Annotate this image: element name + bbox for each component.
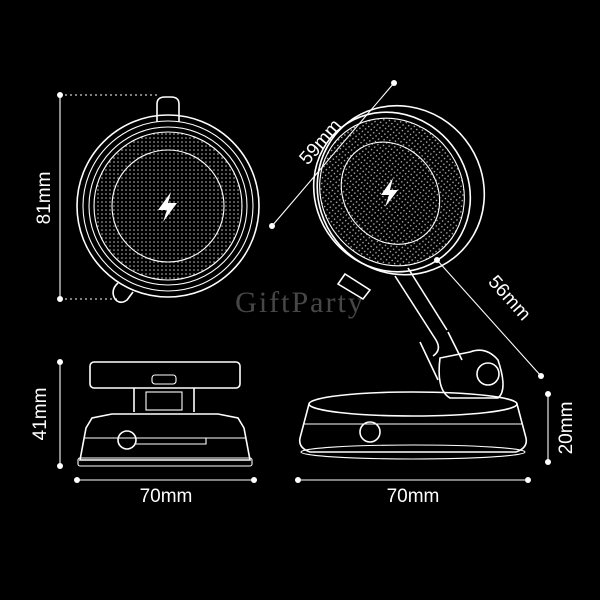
front-height-label: 81mm — [34, 172, 55, 225]
arm-upper — [394, 275, 440, 357]
base-bottom — [300, 444, 526, 460]
angled-pad-rim — [312, 111, 472, 273]
arm-joint — [438, 349, 504, 399]
side-view: 41mm 70mm — [30, 359, 257, 507]
lightning-bolt-icon — [158, 192, 177, 222]
front-inner-pad — [111, 149, 225, 263]
front-outer-ring — [76, 114, 260, 298]
arm-dimension-line — [436, 259, 542, 377]
arm-length-label: 56mm — [484, 272, 535, 325]
front-view: 81mm — [34, 92, 260, 304]
pad-connector — [336, 272, 372, 301]
base-top — [308, 391, 518, 417]
side-pad-profile — [89, 361, 241, 389]
base-width-label: 70mm — [387, 486, 440, 507]
base-release-button — [359, 421, 381, 443]
angled-lightning-bolt-icon — [381, 178, 398, 207]
side-width-label: 70mm — [140, 486, 193, 507]
base-body — [298, 403, 528, 453]
side-base — [79, 413, 251, 461]
side-height-label: 41mm — [30, 388, 51, 441]
side-usb-port — [151, 374, 177, 385]
front-ring-2 — [82, 120, 254, 292]
angled-inner-pad — [340, 141, 441, 245]
watermark: GiftParty — [235, 286, 365, 319]
joint-knob — [476, 362, 500, 386]
arm-lower — [419, 341, 439, 381]
side-release-button — [117, 430, 137, 450]
base-height-label: 20mm — [556, 402, 577, 455]
front-top-knob — [156, 96, 180, 122]
front-ring-3 — [88, 126, 248, 286]
